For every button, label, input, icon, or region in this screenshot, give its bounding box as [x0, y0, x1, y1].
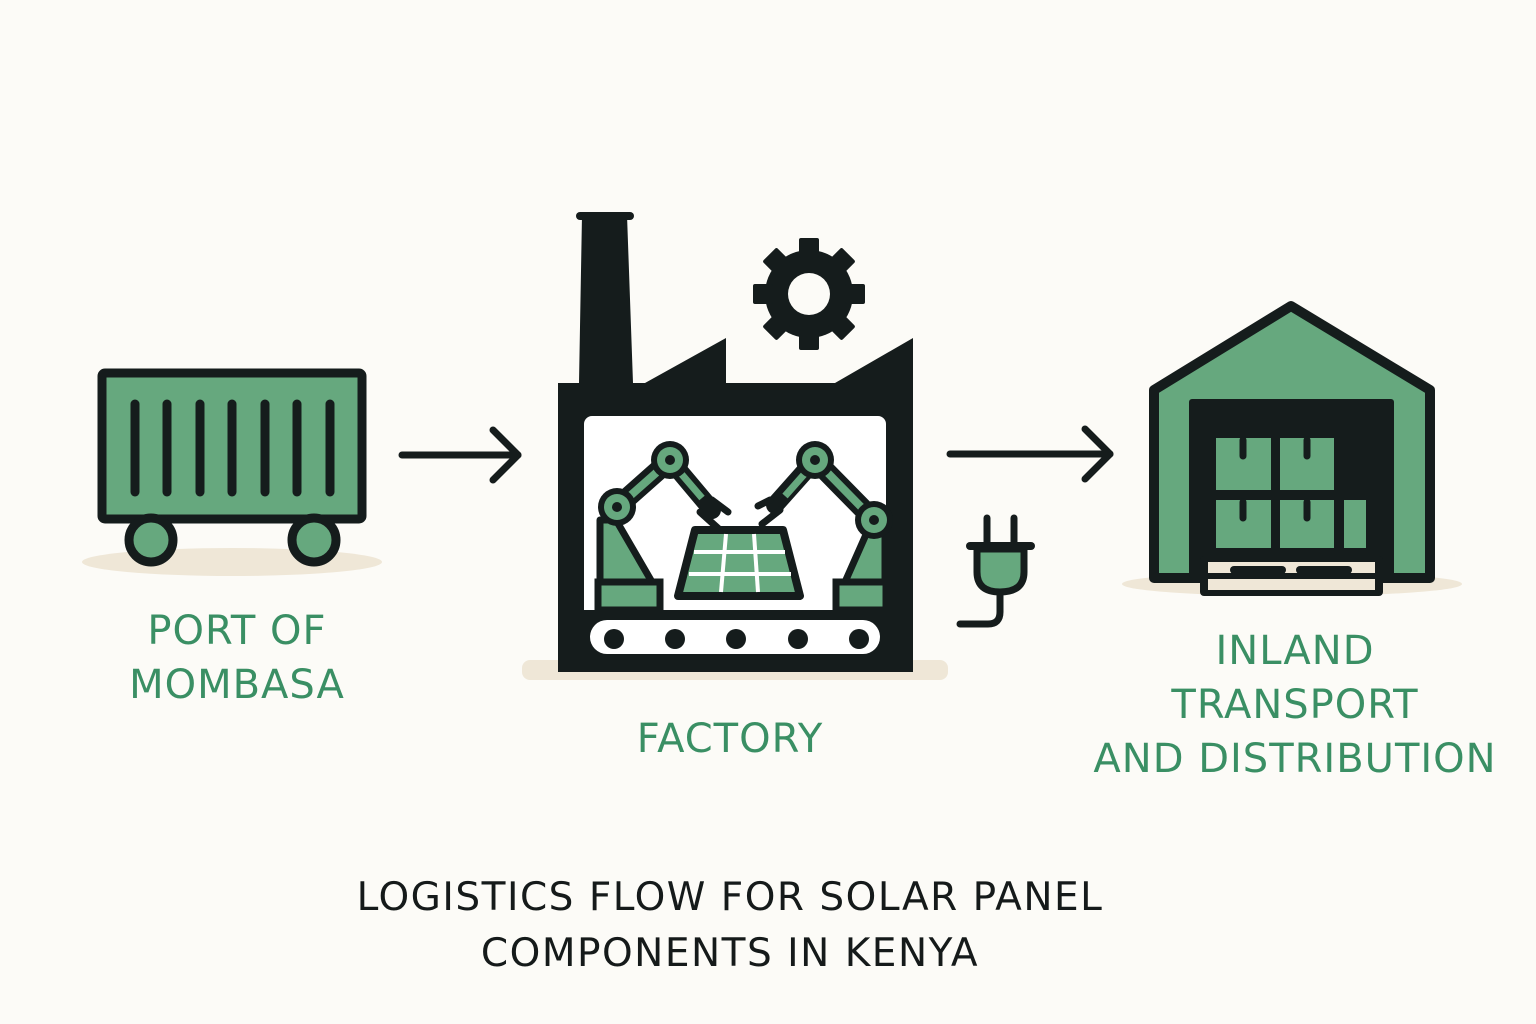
diagram-title: LOGISTICS FLOW FOR SOLAR PANEL COMPONENT…: [356, 875, 1104, 976]
node-label-port: PORT OF MOMBASA: [129, 608, 345, 708]
conveyor-belt-icon: [584, 610, 886, 660]
factory-icon: [558, 212, 913, 672]
warehouse-icon: [1149, 301, 1435, 596]
solar-panel-icon: [674, 526, 804, 600]
shipping-container-icon: [97, 368, 367, 567]
node-label-distribution: INLAND TRANSPORT AND DISTRIBUTION: [1093, 628, 1497, 782]
gear-icon: [753, 238, 865, 350]
flow-arrow-port-to-factory: [398, 426, 522, 484]
flow-arrow-factory-to-distribution: [946, 425, 1114, 483]
robot-arm-icon: [594, 441, 732, 614]
node-label-factory: FACTORY: [636, 716, 824, 762]
robot-arm-icon: [754, 441, 893, 614]
power-plug-icon: [956, 514, 1035, 628]
